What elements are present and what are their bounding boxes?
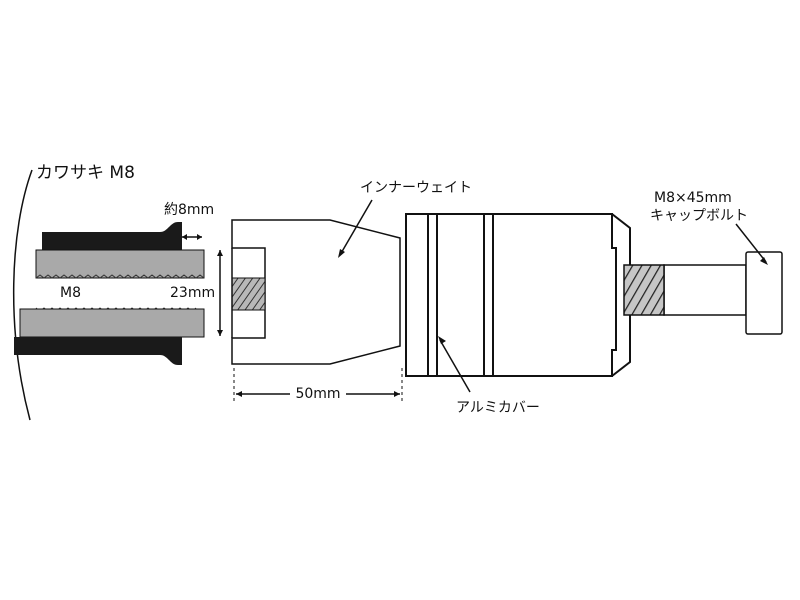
handlebar-bottom-inner xyxy=(19,308,205,338)
weight-length-label: 50mm xyxy=(295,386,340,402)
cap-bolt-label: キャップボルト xyxy=(650,208,748,224)
handlebar-top-wall xyxy=(42,222,182,250)
bolt-shank xyxy=(663,264,747,316)
handlebar-bore xyxy=(20,279,204,307)
bolt-head xyxy=(745,251,783,335)
aluminum-cover-body xyxy=(405,213,617,377)
aluminum-cover-leader xyxy=(439,339,471,393)
aluminum-cover xyxy=(405,213,631,377)
thread-depth-arrow xyxy=(182,234,202,240)
handlebar-top-inner xyxy=(35,249,205,279)
inner-weight-label: インナーウェイト xyxy=(360,180,472,196)
bore-diameter-label: 23mm xyxy=(170,285,215,301)
length-dimension xyxy=(233,368,403,402)
bolt-thread xyxy=(623,264,665,316)
inner-weight-leader xyxy=(339,199,373,256)
handlebar xyxy=(12,169,205,421)
bore-diameter-arrow xyxy=(217,250,223,336)
aluminum-cover-label: アルミカバー xyxy=(456,400,540,416)
inner-weight-outline xyxy=(231,219,401,365)
bolt-size-label: M8×45mm xyxy=(654,190,732,206)
handlebar-outer-curve xyxy=(12,169,33,421)
handlebar-top-serration xyxy=(35,274,205,279)
handlebar-bottom-wall xyxy=(14,337,182,365)
title-label: カワサキ M8 xyxy=(36,163,135,183)
inner-weight-threaded-hole xyxy=(231,277,266,311)
thread-depth-label: 約8mm xyxy=(164,202,214,218)
inner-weight xyxy=(231,219,401,365)
cap-bolt xyxy=(623,251,783,335)
cap-bolt-leader xyxy=(735,223,767,263)
thread-size-label: M8 xyxy=(60,285,81,301)
